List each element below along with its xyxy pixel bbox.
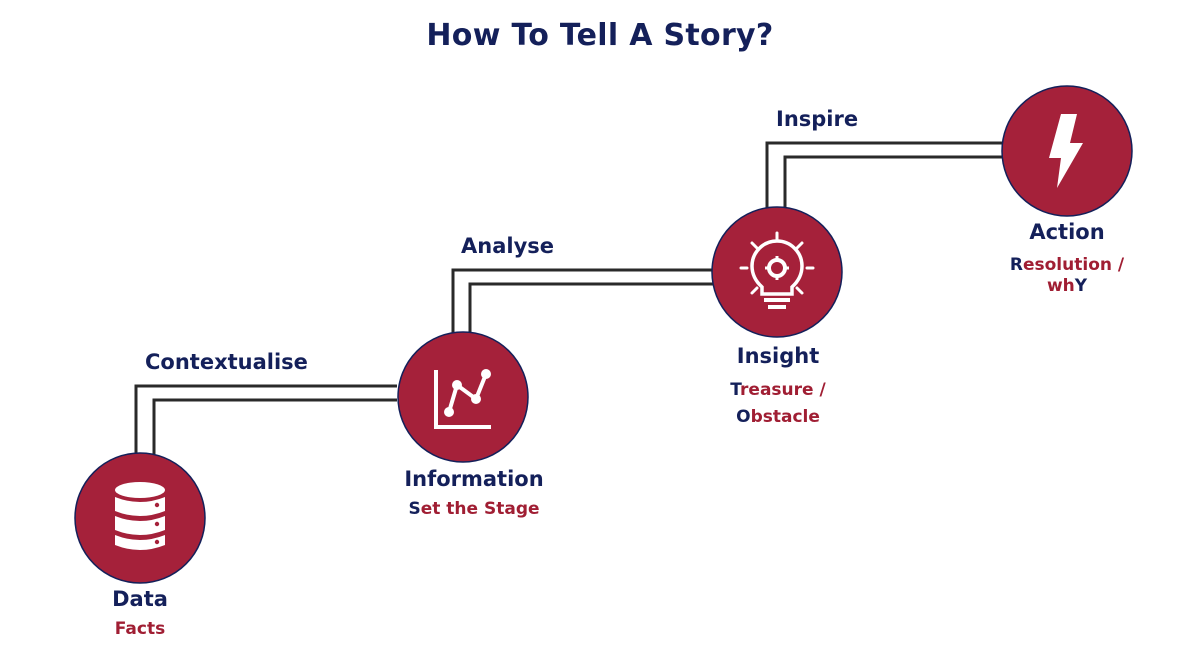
information-node <box>397 331 529 463</box>
stage-subtitle-data: Facts <box>114 619 166 639</box>
stage-name-information: Information <box>404 467 544 491</box>
lightning-bolt-icon <box>1049 114 1083 188</box>
stage-name-action: Action <box>1029 220 1105 244</box>
stage-subtitle-action-line1: Resolution / <box>1009 255 1125 275</box>
data-node <box>74 452 206 584</box>
database-icon <box>115 482 165 550</box>
connector-label-analyse: Analyse <box>461 234 555 258</box>
stage-name-data: Data <box>112 587 168 611</box>
line-chart-icon <box>434 370 491 429</box>
connector-label-inspire: Inspire <box>776 107 859 131</box>
connector-inspire <box>765 141 1003 218</box>
stage-name-insight: Insight <box>736 344 820 368</box>
lightbulb-gear-icon <box>739 231 815 309</box>
connector-label-contextualise: Contextualise <box>145 350 308 374</box>
stage-subtitle-insight-line2: Obstacle <box>736 407 820 427</box>
stage-subtitle-action-line2: whY <box>1046 276 1088 296</box>
action-node <box>1001 85 1133 217</box>
stage-subtitle-information: Set the Stage <box>408 499 540 519</box>
page-title: How To Tell A Story? <box>426 18 774 53</box>
insight-node <box>711 206 843 338</box>
stage-subtitle-insight-line1: Treasure / <box>730 380 826 400</box>
connector-analyse <box>451 268 713 340</box>
connector-contextualise <box>134 384 397 464</box>
